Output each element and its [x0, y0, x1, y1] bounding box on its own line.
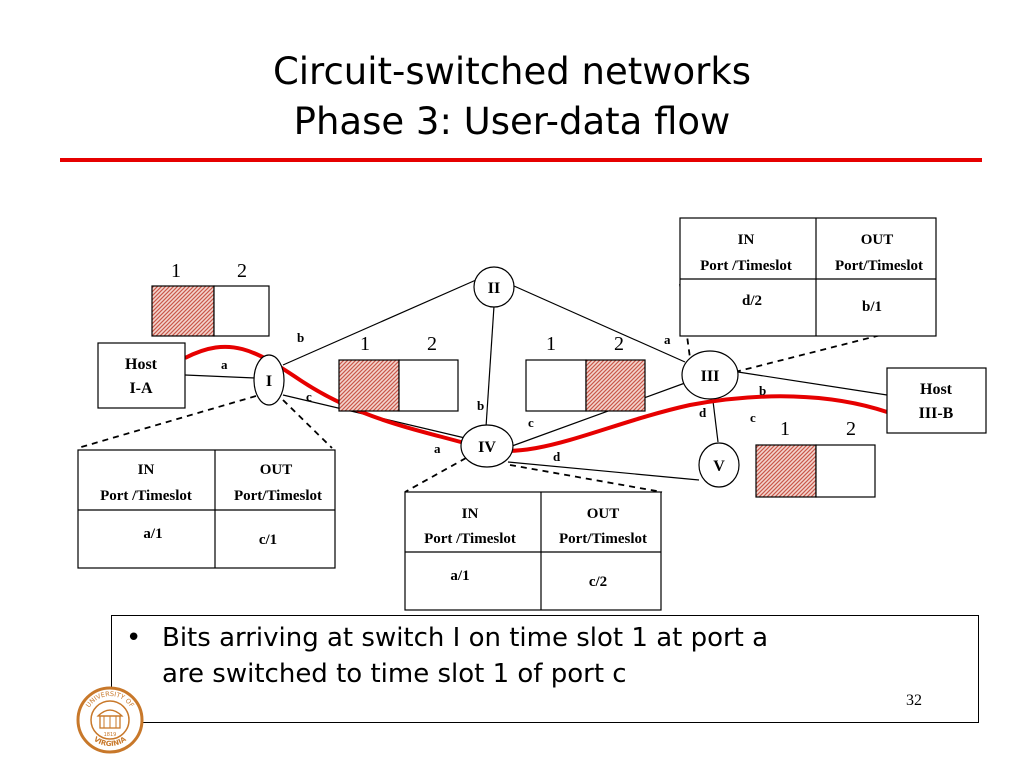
slot-1-filled — [151, 285, 215, 337]
slot-number-1: 1 — [171, 260, 181, 282]
slot-1-filled — [338, 359, 400, 412]
table-i-out-header: OUT — [260, 462, 293, 478]
port-label-sw3-b: b — [759, 383, 766, 398]
university-seal-logo: UNIVERSITY OF VIRGINIA 1819 — [76, 686, 144, 754]
port-label-sw4-a: a — [434, 441, 441, 456]
page-number: 32 — [906, 692, 922, 709]
port-label-sw1-c: c — [306, 389, 312, 404]
table-iii-out-subheader: Port/Timeslot — [835, 258, 923, 274]
switch-iii: III — [681, 350, 739, 400]
table-i-out-subheader: Port/Timeslot — [234, 488, 322, 504]
link-switch-iii-switch-v — [712, 400, 719, 443]
bullet-marker: • — [126, 623, 142, 653]
network-links — [184, 279, 888, 481]
switch-ii-label: II — [488, 280, 500, 297]
link-switch-iv-switch-iii — [511, 382, 686, 447]
table-iv-in-header: IN — [462, 506, 479, 522]
frame-switch-i-iv-link: 1 2 — [338, 333, 459, 412]
table-i-in-header: IN — [138, 462, 155, 478]
switch-v: V — [698, 442, 740, 488]
switch-iv: IV — [460, 424, 514, 468]
link-switch-iv-switch-v — [507, 461, 700, 481]
frame-host-iiib-link: 1 2 — [755, 418, 876, 498]
slot-number-2: 2 — [237, 260, 247, 282]
switch-iv-label: IV — [478, 439, 496, 456]
link-switch-i-switch-ii — [282, 279, 477, 366]
slot-number-2: 2 — [427, 333, 437, 355]
slot-2-empty — [213, 285, 270, 337]
frame-host-ia-link: 1 2 — [151, 260, 270, 337]
seal-bottom-text: VIRGINIA — [92, 735, 128, 748]
port-label-sw1-b: b — [297, 330, 304, 345]
port-label-sw3-c: c — [750, 410, 756, 425]
slot-number-2: 2 — [614, 333, 624, 355]
seal-year: 1819 — [104, 732, 117, 738]
port-label-sw2-a: a — [664, 332, 671, 347]
table-iv-in-subheader: Port /Timeslot — [424, 531, 516, 547]
link-switch-ii-switch-iii — [513, 285, 686, 363]
switch-table-iii: IN Port /Timeslot OUT Port/Timeslot d/2 … — [679, 217, 937, 337]
switch-i: I — [253, 354, 285, 406]
slot-2-filled — [585, 359, 646, 412]
table-i-out-value: c/1 — [259, 532, 277, 548]
table-iii-out-header: OUT — [861, 232, 894, 248]
port-label-sw1-a: a — [221, 357, 228, 372]
port-labels: a b c a b a c d b c d — [221, 330, 766, 464]
slide-title-line1: Circuit-switched networks — [272, 50, 752, 93]
bullet-text-line2: are switched to time slot 1 of port c — [162, 659, 627, 689]
host-iiib-label-line2: III-B — [919, 405, 954, 422]
table-i-in-subheader: Port /Timeslot — [100, 488, 192, 504]
link-switch-ii-switch-iv — [485, 305, 495, 428]
host-iiib: Host III-B — [886, 367, 987, 434]
slot-number-2: 2 — [846, 418, 856, 440]
slot-1-empty — [525, 359, 587, 412]
title-rule — [60, 158, 982, 162]
table-i-in-value: a/1 — [143, 526, 162, 542]
slot-number-1: 1 — [780, 418, 790, 440]
port-label-sw3-d: d — [699, 405, 707, 420]
slot-2-empty — [398, 359, 459, 412]
port-label-sw4-c: c — [528, 415, 534, 430]
table-iv-out-value: c/2 — [589, 574, 607, 590]
switch-i-label: I — [266, 373, 272, 390]
port-label-sw4-d: d — [553, 449, 561, 464]
host-iiib-label-line1: Host — [920, 381, 953, 398]
slot-number-1: 1 — [360, 333, 370, 355]
table-iii-in-subheader: Port /Timeslot — [700, 258, 792, 274]
slide-title-line2: Phase 3: User-data flow — [293, 100, 731, 143]
table-iv-out-subheader: Port/Timeslot — [559, 531, 647, 547]
switch-table-i: IN Port /Timeslot OUT Port/Timeslot a/1 … — [77, 449, 336, 569]
bullet-text: Bits arriving at switch I on time slot 1… — [162, 620, 952, 692]
switch-iii-label: III — [701, 368, 720, 385]
host-ia-label-line2: I-A — [129, 380, 153, 397]
slot-2-empty — [815, 444, 876, 498]
table-iii-out-value: b/1 — [862, 299, 882, 315]
bullet-box — [111, 615, 979, 723]
table-iii-in-value: d/2 — [742, 293, 762, 309]
switch-table-iv: IN Port /Timeslot OUT Port/Timeslot a/1 … — [404, 491, 662, 611]
table-iii-in-header: IN — [738, 232, 755, 248]
bullet-text-line1: Bits arriving at switch I on time slot 1… — [162, 623, 769, 653]
switch-v-label: V — [713, 458, 725, 475]
switch-ii: II — [473, 266, 515, 308]
link-host-ia-switch-i — [184, 374, 256, 379]
host-ia: Host I-A — [97, 342, 186, 409]
table-iv-in-value: a/1 — [450, 568, 469, 584]
slot-1-filled — [755, 444, 817, 498]
svg-text:VIRGINIA: VIRGINIA — [92, 735, 128, 748]
frame-switch-iv-iii-link: 1 2 — [525, 333, 646, 412]
slot-number-1: 1 — [546, 333, 556, 355]
host-ia-label-line1: Host — [125, 356, 158, 373]
link-switch-iii-host-iiib — [737, 371, 888, 396]
port-label-sw2-b: b — [477, 398, 484, 413]
table-iv-out-header: OUT — [587, 506, 620, 522]
